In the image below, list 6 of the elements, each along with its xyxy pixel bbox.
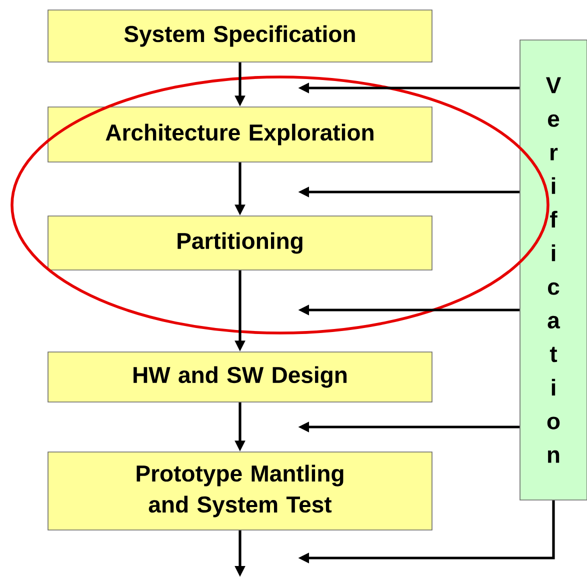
process-box: Architecture Exploration	[48, 106, 432, 162]
process-box: Prototype Mantling and System Test	[48, 452, 432, 530]
verification-bar: Verification	[520, 40, 587, 500]
process-box: Partitioning	[48, 216, 432, 270]
process-box: HW and SW Design	[48, 352, 432, 402]
process-box: System Specification	[48, 10, 432, 62]
